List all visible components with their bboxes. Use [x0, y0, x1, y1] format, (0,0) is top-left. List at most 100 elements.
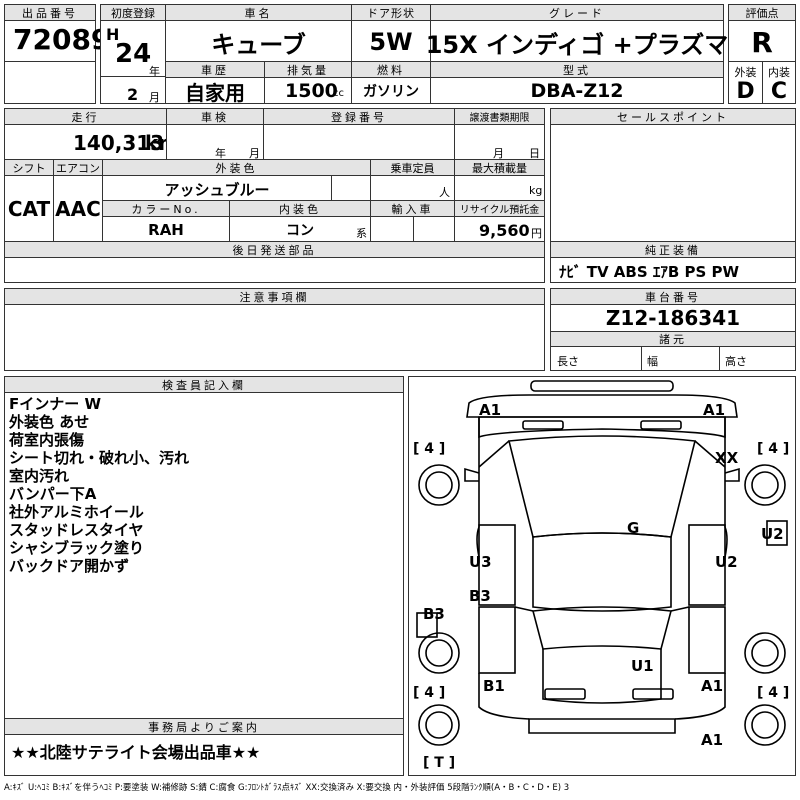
chassis-number: Z12-186341: [605, 306, 741, 330]
mark-a1-rear-bumper: A1: [701, 731, 724, 749]
door-label: ドア形状: [352, 5, 430, 21]
tire-rear-left-tread: [ 4 ]: [413, 685, 446, 701]
shift-cell: シフト CAT: [4, 159, 54, 242]
score-value: R: [751, 25, 773, 59]
ext-cell: 外装 D: [728, 61, 763, 104]
color-no-label: カラーNo.: [103, 201, 229, 217]
inspection-label: 車検: [167, 109, 263, 125]
transfer-cell: 譲渡書類期限 月 日: [454, 108, 545, 160]
equipment-label: 純正装備: [551, 242, 795, 258]
fuel-value: ガソリン: [363, 84, 419, 100]
mark-b3-door: B3: [469, 587, 491, 605]
notes-label: 注意事項欄: [5, 289, 544, 305]
office-message: ★★北陸サテライト会場出品車★★: [11, 743, 261, 762]
color-value: アッシュブルー: [164, 180, 270, 199]
cc-unit: cc: [333, 88, 344, 99]
score-cell: 評価点 R: [728, 4, 796, 62]
inspector-notes: Fインナー W 外装色 あせ 荷室内張傷 シート切れ・破れ小、汚れ 室内汚れ バ…: [9, 395, 189, 575]
inspection-cell: 車検 年 月: [166, 108, 264, 160]
sales-point-label: セールスポイント: [551, 109, 795, 125]
mark-u3: U3: [469, 553, 492, 571]
reg-month-unit: 月: [149, 91, 160, 104]
equipment-value: ﾅﾋﾞ TV ABS ｴｱB PS PW: [559, 263, 740, 281]
lot-cell: 出品番号 72089: [4, 4, 110, 62]
ext-score: D: [736, 78, 755, 104]
recycle-unit: 円: [531, 227, 542, 240]
ac-cell: エアコン AAC: [53, 159, 103, 242]
reg-year: 24: [115, 39, 152, 69]
era-letter: H: [106, 25, 120, 44]
cc-label: 排気量: [265, 62, 351, 78]
recycle-value: 9,560: [479, 221, 530, 240]
inspector-line: 外装色 あせ: [9, 413, 90, 431]
reg-month: 2: [127, 85, 139, 104]
ext-label: 外装: [734, 66, 757, 79]
door-type: 5W: [369, 28, 413, 56]
int-color-cell: 内装色 コン 系: [229, 200, 371, 242]
fuel-cell: 燃料 ガソリン: [351, 61, 431, 104]
grade-cell: グレード 15X インディゴ +プラズマ: [425, 4, 729, 62]
inspection-year-unit: 年: [215, 147, 226, 160]
grade-value: 15X インディゴ +プラズマ: [425, 30, 729, 59]
capacity-unit: 人: [439, 186, 450, 199]
mark-a1-front-left: A1: [479, 401, 502, 419]
length-label: 長さ: [557, 355, 579, 368]
chassis-label: 車台番号: [551, 289, 795, 305]
type-cell: 型式 DBA-Z12: [430, 61, 724, 104]
model-label: 車名: [166, 5, 351, 21]
load-cell: 最大積載量 kg: [454, 159, 545, 201]
reg-year-unit: 年: [149, 65, 160, 78]
mileage-cell: 走行 140,313 km: [4, 108, 179, 160]
mileage-value: 140,313: [73, 131, 165, 155]
office-label: 事務局よりご案内: [5, 719, 403, 735]
model-cell: 車名 キューブ: [165, 4, 352, 62]
inspector-line: 社外アルミホイール: [9, 503, 144, 521]
transfer-month-unit: 月: [493, 147, 504, 160]
cc-cell: 排気量 1500 cc: [264, 61, 352, 104]
lot-label: 出品番号: [5, 5, 95, 21]
equipment-cell: 純正装備 ﾅﾋﾞ TV ABS ｴｱB PS PW: [550, 241, 796, 283]
int-color-unit: 系: [356, 227, 367, 240]
inspector-cell: 検査員記入欄 Fインナー W 外装色 あせ 荷室内張傷 シート切れ・破れ小、汚れ…: [4, 376, 404, 719]
history-value: 自家用: [185, 80, 245, 105]
history-label: 車歴: [166, 62, 264, 78]
inspector-line: 荷室内張傷: [9, 431, 85, 449]
color-no-value: RAH: [148, 221, 184, 239]
shift-label: シフト: [5, 160, 53, 176]
mark-a1-front-right: A1: [703, 401, 726, 419]
inspector-label: 検査員記入欄: [5, 377, 403, 393]
inspector-line: 室内汚れ: [9, 467, 70, 485]
int-color-value: コン: [286, 223, 314, 239]
color-no-cell: カラーNo. RAH: [102, 200, 230, 242]
capacity-label: 乗車定員: [371, 160, 454, 176]
transfer-label: 譲渡書類期限: [455, 109, 544, 125]
lot-number: 72089: [13, 23, 111, 56]
ac-label: エアコン: [54, 160, 102, 176]
score-label: 評価点: [729, 5, 795, 21]
load-label: 最大積載量: [455, 160, 544, 176]
capacity-cell: 乗車定員 人: [370, 159, 455, 201]
inspector-line: シャシブラック塗り: [9, 539, 145, 557]
car-diagram: A1 A1 XX G U3 U2 U2 B3 B3 U1 B1 A1 A1 [ …: [408, 376, 796, 776]
history-cell: 車歴 自家用: [165, 61, 265, 105]
inspector-line: バックドア開かず: [9, 557, 130, 575]
tire-front-left-tread: [ 4 ]: [413, 441, 446, 457]
cc-value: 1500: [285, 80, 338, 102]
inspection-month-unit: 月: [249, 147, 260, 160]
mark-u2-door: U2: [715, 553, 738, 571]
int-label: 内装: [768, 66, 790, 79]
int-score: C: [770, 78, 788, 104]
lot-blank-cell: [4, 61, 96, 104]
mileage-label: 走行: [5, 109, 166, 125]
car-outline: [416, 380, 788, 746]
import-label: 輸入車: [371, 201, 454, 217]
color-cell: 外装色 アッシュブルー: [102, 159, 371, 201]
recycle-label: リサイクル預託金: [455, 201, 544, 217]
first-reg-label: 初度登録: [101, 5, 165, 21]
inspector-line: シート切れ・破れ小、汚れ: [9, 449, 190, 467]
sales-point-cell: セールスポイント: [550, 108, 796, 242]
mark-u1: U1: [631, 657, 654, 675]
type-label: 型式: [431, 62, 723, 78]
int-cell: 内装 C: [762, 61, 796, 104]
height-label: 高さ: [725, 355, 747, 368]
